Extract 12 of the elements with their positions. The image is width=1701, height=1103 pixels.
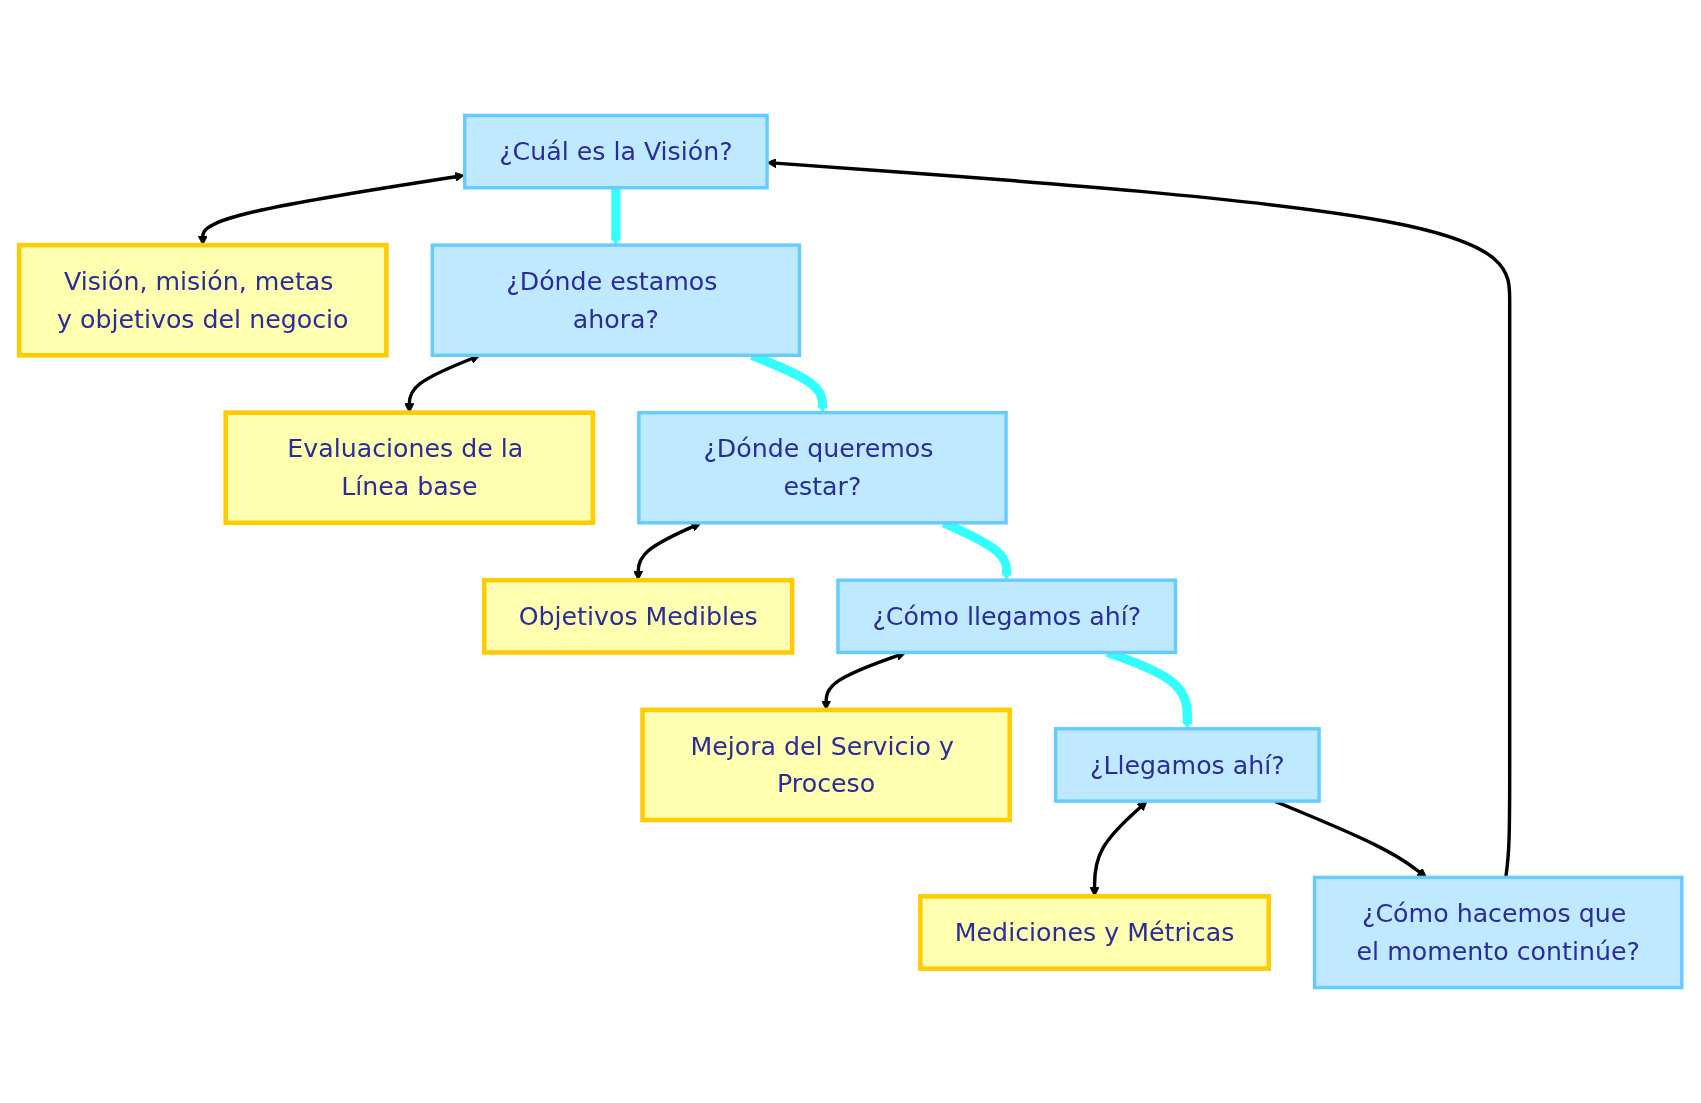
node-box: ¿Llegamos ahí? bbox=[1053, 727, 1321, 803]
node-box: ¿Dónde estamos ahora? bbox=[430, 243, 802, 357]
node-box: ¿Cuál es la Visión? bbox=[463, 113, 769, 190]
node-box: Evaluaciones de la Línea base bbox=[223, 410, 596, 526]
node-box: ¿Cómo llegamos ahí? bbox=[836, 578, 1178, 655]
node-box: Visión, misión, metas y objetivos del negocio bbox=[16, 242, 389, 358]
node-box: Objetivos Medibles bbox=[481, 577, 795, 655]
node-box: Mediciones y Métricas bbox=[918, 894, 1271, 971]
node-box: ¿Cómo hacemos que el momento continúe? bbox=[1312, 875, 1684, 990]
node-box: Mejora del Servicio y Proceso bbox=[640, 707, 1013, 823]
arrow bbox=[610, 187, 621, 246]
node-box: ¿Dónde queremos estar? bbox=[637, 410, 1008, 525]
